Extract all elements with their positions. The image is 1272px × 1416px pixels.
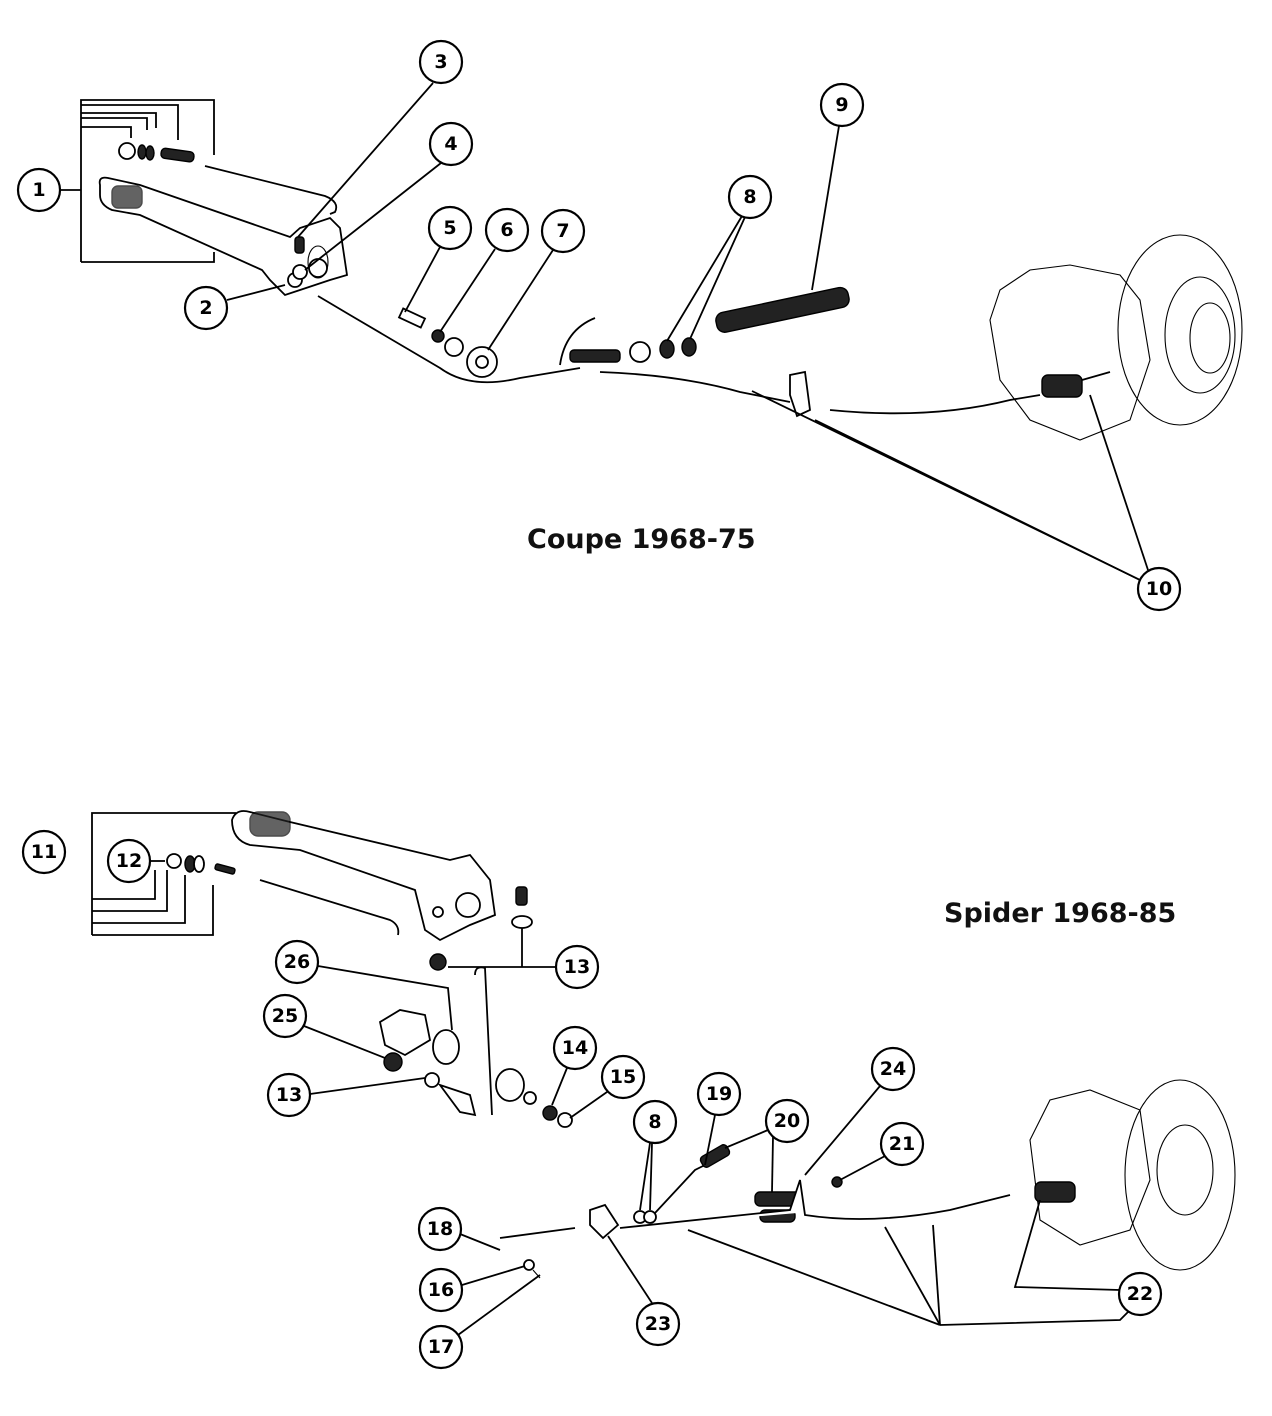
bushing-part <box>444 337 464 357</box>
callout-8: 8 <box>727 174 773 220</box>
svg-text:4: 4 <box>444 133 457 155</box>
callout-6: 6 <box>484 207 530 253</box>
svg-text:13: 13 <box>276 1084 302 1106</box>
callout-23: 23 <box>635 1301 681 1347</box>
callout-13-upper: 13 <box>554 944 600 990</box>
svg-text:15: 15 <box>610 1066 636 1088</box>
callout-3: 3 <box>418 39 464 85</box>
callout-2: 2 <box>183 285 229 331</box>
pull-rod-18 <box>499 1227 576 1239</box>
svg-text:22: 22 <box>1127 1283 1153 1305</box>
svg-text:10: 10 <box>1146 578 1172 600</box>
washer-6 <box>431 329 445 343</box>
spring-9 <box>715 286 850 333</box>
bolt-5 <box>397 307 427 329</box>
bracket-item-11 <box>91 812 236 936</box>
callout-9: 9 <box>819 82 865 128</box>
svg-text:3: 3 <box>434 51 447 73</box>
svg-text:16: 16 <box>428 1279 454 1301</box>
svg-text:12: 12 <box>116 850 142 872</box>
coupe-assembly: 1 2 3 4 5 6 7 8 9 10 <box>16 39 1243 612</box>
svg-text:21: 21 <box>889 1133 915 1155</box>
callout-4: 4 <box>428 121 474 167</box>
bolt-13a <box>515 886 528 906</box>
callout-10: 10 <box>1136 566 1182 612</box>
callout-20: 20 <box>764 1098 810 1144</box>
callout-14: 14 <box>552 1025 598 1071</box>
callout-13-lower: 13 <box>266 1072 312 1118</box>
svg-text:8: 8 <box>743 186 756 208</box>
callout-1: 1 <box>16 167 62 213</box>
svg-text:24: 24 <box>880 1058 906 1080</box>
svg-text:7: 7 <box>556 220 569 242</box>
callout-12: 12 <box>106 838 152 884</box>
svg-text:11: 11 <box>31 841 57 863</box>
callout-8-spider: 8 <box>632 1099 678 1145</box>
equalizer-23 <box>589 1203 620 1240</box>
cable-up <box>559 317 596 366</box>
callout-16: 16 <box>418 1267 464 1313</box>
lever-link <box>474 966 493 1116</box>
spider-rear-brake-disc <box>1029 1079 1236 1271</box>
svg-text:1: 1 <box>32 179 45 201</box>
cable-bracket <box>789 370 811 418</box>
spider-cable <box>619 1179 1011 1229</box>
callout-19: 19 <box>696 1071 742 1117</box>
svg-text:23: 23 <box>645 1313 671 1335</box>
svg-text:20: 20 <box>774 1110 800 1132</box>
callout-26: 26 <box>274 939 320 985</box>
callout-25: 25 <box>262 993 308 1039</box>
spider-assembly: 11 12 13 26 25 13 14 15 8 19 20 24 21 22… <box>21 810 1236 1370</box>
bracket-item-1 <box>60 99 215 263</box>
svg-text:14: 14 <box>562 1037 588 1059</box>
lever-small-parts <box>118 142 338 215</box>
svg-text:5: 5 <box>443 217 456 239</box>
bolt-part <box>294 236 305 254</box>
svg-text:2: 2 <box>199 297 212 319</box>
svg-text:26: 26 <box>284 951 310 973</box>
pivot-bracket <box>378 1009 432 1057</box>
callout-7: 7 <box>540 208 586 254</box>
svg-text:13: 13 <box>564 956 590 978</box>
callout-5: 5 <box>427 205 473 251</box>
nut-21 <box>831 1176 843 1188</box>
svg-text:19: 19 <box>706 1083 732 1105</box>
spider-handbrake-lever <box>231 810 496 942</box>
threaded-rod <box>569 349 621 363</box>
button-part <box>166 853 182 869</box>
callout-21: 21 <box>879 1121 925 1167</box>
spring-19-rod <box>654 1164 706 1214</box>
washer-part <box>292 264 308 280</box>
rear-brake-disc <box>989 234 1243 441</box>
cable-left <box>599 371 791 403</box>
callout-24: 24 <box>870 1046 916 1092</box>
callout-22: 22 <box>1117 1271 1163 1317</box>
callout-18: 18 <box>417 1206 463 1252</box>
cable-right <box>829 394 1041 415</box>
svg-text:8: 8 <box>648 1111 661 1133</box>
callout-15: 15 <box>600 1054 646 1100</box>
caption-spider: Spider 1968-85 <box>944 898 1177 929</box>
caption-coupe: Coupe 1968-75 <box>527 524 756 555</box>
svg-text:18: 18 <box>427 1218 453 1240</box>
callout-11: 11 <box>21 829 67 875</box>
svg-text:6: 6 <box>500 219 513 241</box>
svg-text:9: 9 <box>835 94 848 116</box>
handbrake-lever <box>98 176 349 297</box>
pawl-rod <box>259 879 400 936</box>
svg-text:25: 25 <box>272 1005 298 1027</box>
svg-text:17: 17 <box>428 1336 454 1358</box>
callout-17: 17 <box>418 1324 464 1370</box>
